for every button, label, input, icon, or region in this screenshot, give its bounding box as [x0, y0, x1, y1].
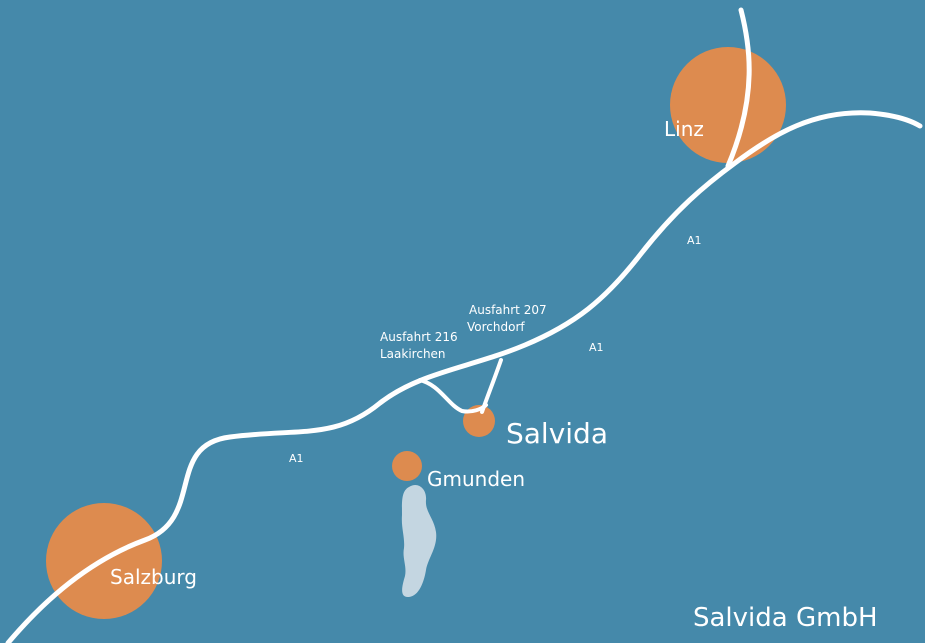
exit-207-link — [480, 358, 503, 414]
lake-traunsee — [401, 484, 437, 598]
exit-216-link — [418, 378, 488, 414]
a1-label-north: A1 — [687, 234, 702, 247]
exit-207-town: Vorchdorf — [467, 320, 525, 334]
linz-label: Linz — [664, 117, 704, 141]
exit-207-number: Ausfahrt 207 — [469, 303, 547, 317]
exit-216-number: Ausfahrt 216 — [380, 330, 458, 344]
salvida-label: Salvida — [506, 417, 608, 450]
exit-216-town: Laakirchen — [380, 347, 446, 361]
motorway-a1 — [5, 110, 923, 643]
salzburg-label: Salzburg — [110, 565, 197, 589]
a1-label-south: A1 — [289, 452, 304, 465]
company-name: Salvida GmbH — [693, 603, 878, 633]
road-north — [725, 7, 752, 169]
a1-label-middle: A1 — [589, 341, 604, 354]
gmunden-marker — [392, 451, 422, 481]
gmunden-label: Gmunden — [427, 467, 525, 491]
linz-marker — [670, 47, 786, 163]
